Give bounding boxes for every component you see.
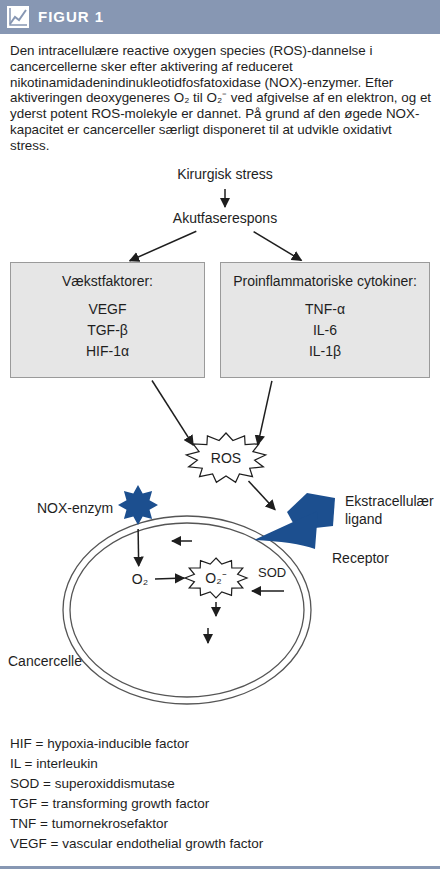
node-text: Cancercelle [8, 653, 88, 669]
node-text: Receptor [332, 550, 412, 566]
flow-arrow [137, 529, 139, 566]
down-arrow [207, 628, 209, 643]
molecule-label: O₂ [128, 569, 152, 589]
node-text: O₂ [128, 569, 152, 589]
cancer-cell: CancercelleO₂O₂⁻ [62, 515, 312, 705]
ros-burst: ROS [185, 432, 267, 484]
chart-icon-line [10, 10, 26, 24]
cell-membrane-outer [63, 516, 311, 704]
factor-box: Vækstfaktorer: VEGF TGF-β HIF-1α [10, 262, 205, 378]
star-shape [118, 485, 158, 525]
chart-icon [7, 6, 29, 28]
node-text: NOX-enzym [37, 500, 113, 516]
receptor-symbol: Receptor [254, 510, 320, 550]
node-text: Akutfaserespons [160, 210, 290, 226]
node-text: ROS [185, 432, 267, 484]
cell-membrane-inner [70, 523, 304, 697]
abbreviation-text: HIF = hypoxia-inducible factor [10, 736, 189, 751]
abbreviation-text: TNF = tumornekrosefaktor [10, 816, 168, 831]
flow-arrow [224, 189, 226, 207]
node-text: Proinflammatoriske cytokiner: [221, 273, 429, 289]
node-text: O₂⁻ [184, 557, 248, 599]
abbreviation-text: VEGF = vascular endothelial growth facto… [10, 836, 263, 851]
receptor-shape [254, 511, 318, 549]
node-body-text: TNF-α IL-6 IL-1β [221, 299, 429, 362]
figure-title: FIGUR 1 [38, 8, 104, 25]
enzyme-label: SOD [258, 565, 286, 580]
flow-arrow [152, 381, 193, 446]
flow-arrow [130, 231, 197, 261]
node-text: Vækstfaktorer: [11, 273, 204, 289]
sod-arrow [252, 590, 284, 592]
inflow-arrow [172, 540, 192, 542]
flow-arrow [258, 381, 272, 445]
flow-arrow [254, 232, 302, 261]
chart-icon-axis [10, 8, 27, 25]
burst-outline [185, 558, 247, 598]
figure-caption: Den intracellulære reactive oxygen speci… [10, 43, 432, 154]
abbreviation-text: SOD = superoxiddismutase [10, 776, 175, 791]
node-body-text: VEGF TGF-β HIF-1α [11, 299, 204, 362]
cytokine-box: Proinflammatoriske cytokiner: TNF-α IL-6 … [220, 262, 430, 378]
node-text: Kirurgisk stress [160, 166, 290, 182]
node-text: Ekstracellulær ligand [345, 492, 440, 528]
process-label: Akutfaserespons [160, 210, 290, 230]
enzyme-symbol: NOX-enzym [117, 484, 159, 526]
abbreviation-text: TGF = transforming growth factor [10, 796, 209, 811]
receptor-symbol-outline [254, 510, 320, 550]
flow-arrow [249, 481, 276, 510]
cancer-cell-outline [62, 515, 312, 705]
header-band [0, 0, 440, 34]
bottom-rule [0, 866, 440, 869]
enzyme-symbol-outline [117, 484, 159, 526]
superoxide-burst: O₂⁻ [184, 557, 248, 599]
down-arrow [215, 602, 217, 616]
flow-arrow [155, 577, 184, 579]
abbreviation-text: IL = interleukin [10, 756, 98, 771]
process-label: Kirurgisk stress [160, 166, 290, 186]
